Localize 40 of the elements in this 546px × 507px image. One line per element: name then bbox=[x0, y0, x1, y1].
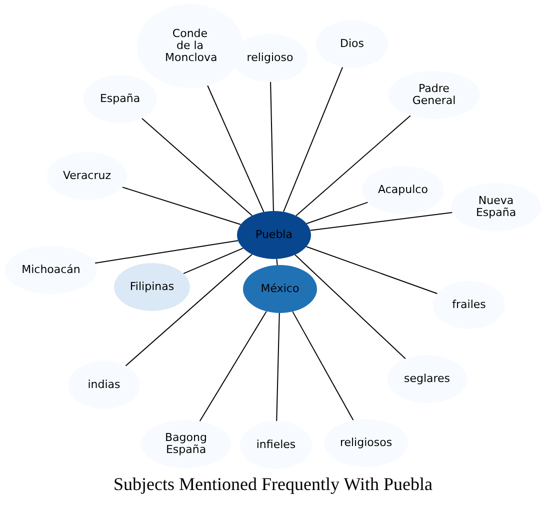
ellipse-node bbox=[433, 281, 505, 329]
connector-line bbox=[183, 248, 244, 274]
node-label: Bagong España bbox=[164, 432, 208, 456]
node-label: religioso bbox=[246, 52, 294, 64]
connector-line bbox=[207, 85, 264, 212]
diagram-title: Subjects Mentioned Frequently With Puebla bbox=[112, 474, 434, 495]
node-label: Acapulco bbox=[378, 184, 428, 196]
connector-line bbox=[141, 118, 253, 216]
node-label: religiosos bbox=[340, 436, 392, 450]
node-label: infieles bbox=[256, 438, 296, 452]
node-label: indias bbox=[88, 378, 120, 392]
connector-line bbox=[270, 82, 274, 212]
connector-line bbox=[306, 202, 368, 224]
connector-line bbox=[276, 258, 278, 266]
node-label: Conde de la Monclova bbox=[165, 28, 215, 64]
node-label: España bbox=[100, 92, 140, 106]
node-label: frailes bbox=[452, 298, 486, 312]
ellipse-node bbox=[114, 263, 190, 311]
node-label: Filipinas bbox=[130, 280, 174, 294]
node-label: Veracruz bbox=[62, 170, 112, 182]
connector-line bbox=[122, 186, 242, 225]
node-label: México bbox=[260, 282, 300, 296]
connector-line bbox=[292, 311, 354, 421]
connector-line bbox=[199, 310, 267, 422]
node-label: Dios bbox=[340, 38, 364, 50]
connector-line bbox=[294, 254, 406, 360]
connector-line bbox=[282, 66, 344, 212]
ellipse-node bbox=[243, 265, 317, 313]
ellipse-node bbox=[237, 211, 311, 259]
node-label: Nueva España bbox=[474, 194, 518, 220]
node-label: seglares bbox=[404, 372, 450, 386]
node-label: Puebla bbox=[256, 228, 292, 242]
connector-line bbox=[306, 246, 438, 294]
connector-line bbox=[310, 212, 453, 231]
connector-line bbox=[276, 312, 280, 422]
node-label: Padre General bbox=[411, 82, 457, 108]
connector-line bbox=[94, 240, 239, 264]
node-label: Michoacán bbox=[22, 264, 80, 276]
connector-line bbox=[125, 254, 253, 366]
connector-line bbox=[296, 115, 411, 216]
